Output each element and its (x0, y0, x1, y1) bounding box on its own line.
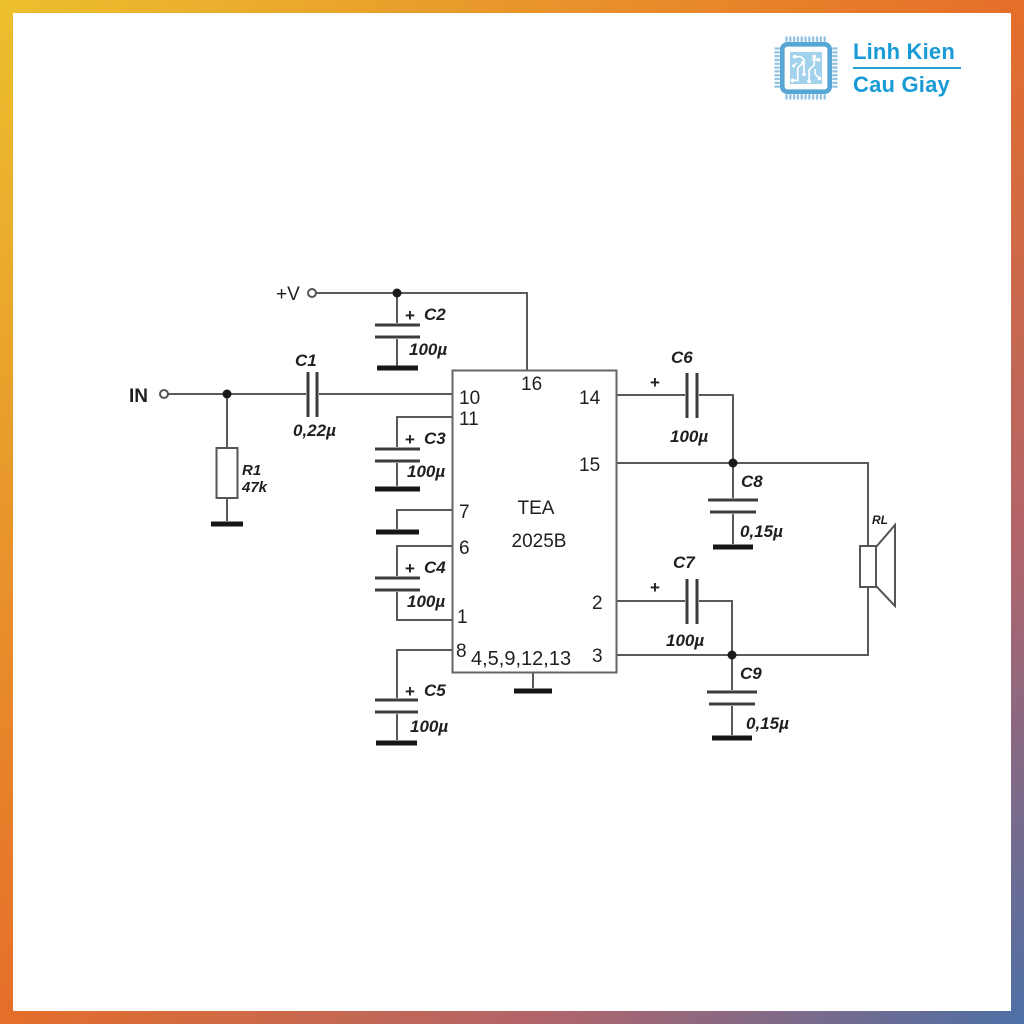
c9-value: 0,15µ (746, 714, 789, 733)
r1-value: 47k (241, 479, 268, 496)
c7-capacitor (685, 579, 699, 624)
input-label: IN (129, 386, 148, 407)
wire (396, 545, 452, 621)
c8-value: 0,15µ (740, 522, 783, 541)
ic-pin16: 16 (521, 374, 542, 395)
c6-value: 100µ (670, 427, 708, 446)
c7-name: C7 (673, 553, 696, 572)
ic-pin10: 10 (459, 388, 480, 409)
ic-name-line1: TEA (518, 498, 555, 519)
wire (396, 509, 452, 529)
c3-capacitor (375, 447, 420, 463)
logo-line2: Cau Giay (852, 72, 950, 97)
c2-capacitor (375, 323, 420, 339)
wire (396, 649, 452, 740)
c9-name: C9 (740, 664, 762, 683)
c2-name: C2 (424, 305, 446, 324)
chip-logo-icon (774, 36, 838, 100)
ic-body (451, 369, 618, 674)
power-terminal (307, 288, 317, 298)
power-label: +V (276, 284, 300, 305)
wire (617, 462, 869, 546)
c3-value: 100µ (407, 462, 445, 481)
c6-name: C6 (671, 348, 693, 367)
wire (316, 292, 528, 370)
c1-capacitor (306, 372, 319, 417)
c7-value: 100µ (666, 631, 704, 650)
speaker-icon (859, 522, 896, 609)
c3-plus: + (405, 430, 415, 449)
ic-pin2: 2 (592, 593, 603, 614)
terminals (159, 288, 317, 399)
c6-capacitor (685, 373, 699, 418)
c5-capacitor (375, 698, 418, 714)
ic-pin1: 1 (457, 607, 468, 628)
ic-pin15: 15 (579, 455, 600, 476)
junction-dots (222, 288, 738, 660)
ic-pin11: 11 (459, 409, 479, 430)
c9-capacitor (707, 690, 757, 706)
c4-plus: + (405, 559, 415, 578)
c5-value: 100µ (410, 717, 448, 736)
logo: Linh Kien Cau Giay (773, 35, 961, 101)
wires (168, 292, 869, 740)
ic-pin3: 3 (592, 646, 603, 667)
c1-name: C1 (295, 351, 317, 370)
ic-pin14: 14 (579, 388, 601, 409)
ground-symbols (211, 365, 753, 746)
c2-value: 100µ (409, 340, 447, 359)
c1-value: 0,22µ (293, 421, 336, 440)
ic-pin8: 8 (456, 641, 467, 662)
c4-name: C4 (424, 558, 446, 577)
c8-name: C8 (741, 472, 763, 491)
c2-plus: + (405, 306, 415, 325)
wire (396, 416, 452, 486)
wire (617, 600, 733, 655)
c5-plus: + (405, 682, 415, 701)
wire (617, 587, 869, 656)
r1-name: R1 (242, 462, 261, 479)
ic-bottom-pins: 4,5,9,12,13 (471, 648, 571, 670)
r1-resistor (215, 447, 239, 499)
c3-name: C3 (424, 429, 446, 448)
c5-name: C5 (424, 681, 446, 700)
c6-plus: + (650, 373, 660, 392)
diagram-canvas: +V IN C1 0,22µ + C2 100µ + C3 100µ + C4 … (13, 13, 1011, 1011)
ic-name-line2: 2025B (512, 531, 567, 552)
ic-pin6: 6 (459, 538, 470, 559)
c4-capacitor (375, 576, 420, 592)
c4-value: 100µ (407, 592, 445, 611)
ic-pin7: 7 (459, 502, 470, 523)
c8-capacitor (708, 498, 758, 514)
input-terminal (159, 389, 169, 399)
capacitor-plates (306, 323, 758, 714)
logo-line1: Linh Kien (852, 39, 961, 69)
wire (617, 394, 734, 463)
c7-plus: + (650, 578, 660, 597)
rl-name: RL (872, 513, 888, 527)
